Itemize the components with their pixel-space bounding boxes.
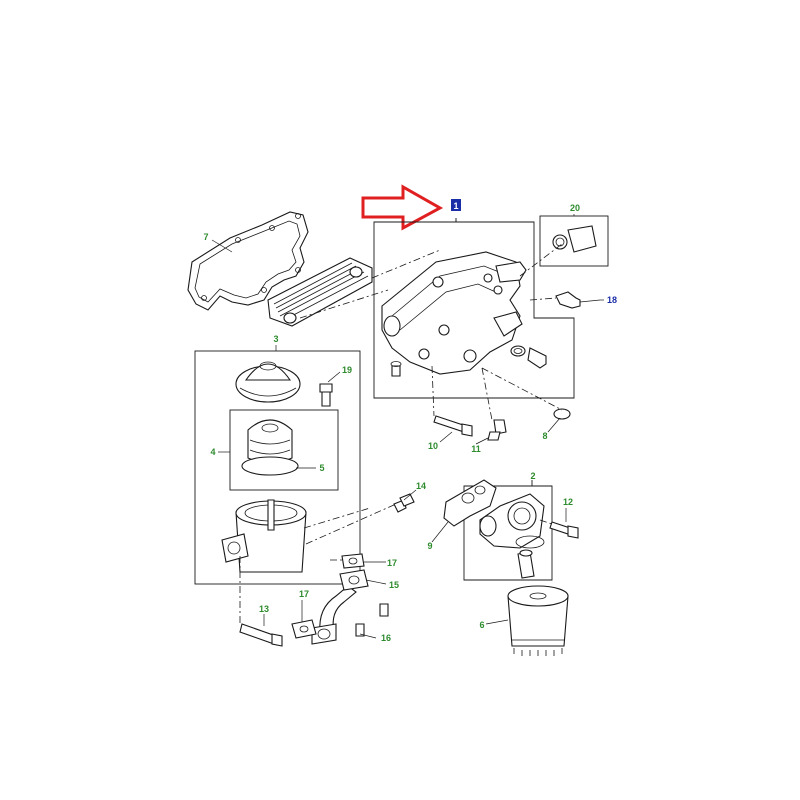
highlight-arrow [361, 184, 444, 231]
callout-15-label: 15 [389, 580, 399, 590]
part-13-bolt [239, 623, 283, 647]
callout-6-label: 6 [479, 620, 484, 630]
callout-7-label: 7 [203, 232, 208, 242]
filter-cap [235, 361, 301, 403]
callout-16-label: 16 [381, 633, 391, 643]
part-14-bolt [393, 493, 415, 513]
callout-20-label: 20 [570, 203, 580, 213]
part-6-oil-filter [507, 585, 569, 656]
part-19-bolt [319, 383, 333, 407]
callout-12-label: 12 [563, 497, 573, 507]
callout-19-label: 19 [342, 365, 352, 375]
filter-housing-base [221, 499, 307, 573]
callout-2-label: 2 [530, 471, 535, 481]
callout-10-label: 10 [428, 441, 438, 451]
oil-cooler [267, 257, 373, 327]
part-17-gasket-lower [291, 619, 317, 639]
part-3-box [194, 345, 361, 585]
part-18-sensor [555, 291, 601, 309]
part-1-housing [381, 251, 527, 375]
callout-leaders [211, 214, 604, 639]
part-16-bolts [355, 603, 389, 637]
callout-5-label: 5 [319, 463, 324, 473]
part-20-box [539, 215, 609, 267]
part-9-gasket [443, 479, 497, 527]
part-10-bolt [433, 415, 473, 437]
part-11-bolt [487, 419, 507, 441]
callout-8-label: 8 [542, 431, 547, 441]
housing-small-parts [390, 345, 547, 377]
part-1-assembly-box [373, 218, 575, 399]
callout-18-label: 18 [607, 295, 617, 305]
part-17-gasket-upper [341, 553, 365, 569]
part-12-bolt [539, 519, 579, 539]
callout-1: 1 [451, 199, 461, 211]
oil-pipe [311, 585, 357, 645]
callout-14-label: 14 [416, 481, 426, 491]
part-4-box [229, 409, 339, 491]
callout-3-label: 3 [273, 334, 278, 344]
callout-11-label: 11 [471, 444, 481, 454]
part-2-box [463, 480, 553, 581]
callout-13-label: 13 [259, 604, 269, 614]
part-8-o-ring [553, 408, 571, 420]
part-7-gasket [187, 211, 309, 311]
main-dash-leaders [299, 243, 563, 421]
callout-17-lower-label: 17 [299, 589, 309, 599]
callout-17-upper-label: 17 [387, 558, 397, 568]
callout-1-label: 1 [453, 201, 458, 211]
part-15-flange [339, 569, 369, 591]
callout-4-label: 4 [210, 447, 215, 457]
callout-9-label: 9 [427, 541, 432, 551]
part-2-adapter [479, 493, 545, 579]
